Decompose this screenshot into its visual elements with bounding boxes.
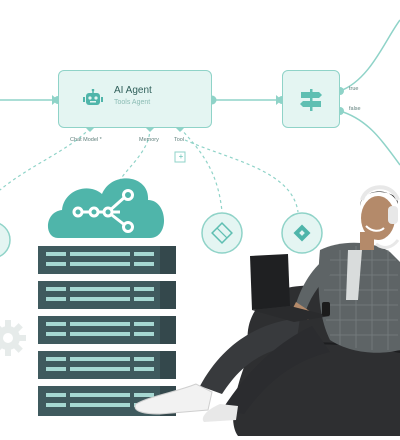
agent-node-title: AI Agent xyxy=(114,85,152,96)
port-connections xyxy=(0,127,299,213)
server-rack xyxy=(36,246,176,420)
main-connection-lines xyxy=(0,19,400,166)
add-tool-button[interactable] xyxy=(174,151,186,163)
add-tool-plus[interactable]: + xyxy=(178,152,184,161)
memory-port-label: Memory xyxy=(139,137,159,143)
true-branch-label: true xyxy=(349,86,359,92)
person-with-laptop xyxy=(134,185,400,422)
robot-icon xyxy=(83,89,103,105)
chat-model-port-label: Chat Model * xyxy=(70,137,102,143)
tool-node-1-icon xyxy=(211,222,233,244)
ai-agent-node[interactable]: AI Agent Tools Agent xyxy=(58,70,212,128)
tool-port-label: Tool xyxy=(174,137,185,143)
left-tool-node[interactable] xyxy=(0,222,11,258)
agent-node-subtitle: Tools Agent xyxy=(114,99,151,106)
gear-icon xyxy=(0,320,26,356)
false-branch-label: false xyxy=(349,106,361,112)
cloud-icon xyxy=(47,178,165,238)
signpost-icon xyxy=(300,89,322,111)
if-switch-node[interactable] xyxy=(282,70,340,128)
